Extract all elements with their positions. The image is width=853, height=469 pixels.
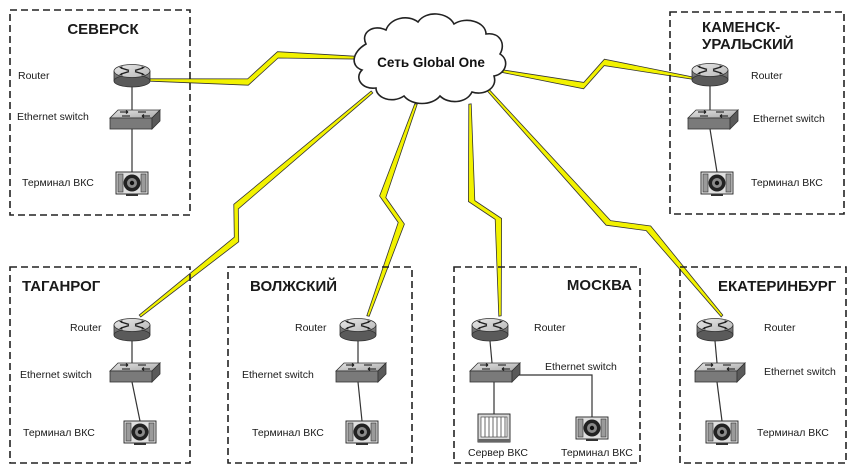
- server-label: Сервер ВКС: [468, 447, 528, 459]
- ethernet-switch-icon: [687, 109, 739, 130]
- site-title: СЕВЕРСК: [67, 21, 139, 38]
- site-border: [9, 266, 191, 464]
- link-bolt-kamensk: [495, 58, 693, 90]
- site-title: КАМЕНСК-: [702, 19, 780, 36]
- router-icon: [691, 62, 729, 87]
- server-icon: [477, 413, 511, 443]
- terminal-label: Терминал ВКС: [751, 177, 823, 189]
- router-label: Router: [295, 322, 327, 334]
- video-terminal-icon: [115, 171, 149, 197]
- switch-terminal-wire: [512, 374, 593, 417]
- site-border: [679, 266, 847, 464]
- switch-terminal-wire: [357, 381, 363, 422]
- site-border: [453, 266, 641, 464]
- switch-label: Ethernet switch: [17, 111, 89, 123]
- terminal-label: Терминал ВКС: [252, 427, 324, 439]
- video-terminal-icon: [123, 420, 157, 446]
- site-title: ЕКАТЕРИНБУРГ: [718, 278, 837, 295]
- video-terminal-icon: [705, 420, 739, 446]
- ethernet-switch-icon: [109, 362, 161, 383]
- link-bolt-volzhsky: [366, 103, 418, 317]
- link-bolt-seversk: [149, 51, 366, 86]
- site-border: [227, 266, 413, 464]
- switch-terminal-wire: [716, 381, 723, 422]
- ethernet-switch-icon: [335, 362, 387, 383]
- site-title: МОСКВА: [567, 277, 632, 294]
- terminal-label: Терминал ВКС: [23, 427, 95, 439]
- link-bolt-moskva: [467, 103, 503, 317]
- router-icon: [696, 317, 734, 342]
- video-terminal-icon: [575, 416, 609, 442]
- link-bolt-taganrog: [138, 90, 374, 318]
- router-switch-wire: [489, 340, 493, 364]
- switch-label: Ethernet switch: [242, 369, 314, 381]
- router-icon: [113, 63, 151, 88]
- switch-terminal-wire: [131, 381, 141, 422]
- ethernet-switch-icon: [469, 362, 521, 383]
- terminal-label: Терминал ВКС: [561, 447, 633, 459]
- site-border: [9, 9, 191, 216]
- switch-terminal-wire: [709, 128, 718, 173]
- router-icon: [113, 317, 151, 342]
- router-label: Router: [751, 70, 783, 82]
- switch-label: Ethernet switch: [764, 366, 836, 378]
- switch-label: Ethernet switch: [753, 113, 825, 125]
- global-one-cloud: Сеть Global One: [353, 13, 507, 105]
- router-icon: [471, 317, 509, 342]
- video-terminal-icon: [345, 420, 379, 446]
- router-switch-wire: [714, 340, 718, 364]
- site-title: ТАГАНРОГ: [22, 278, 101, 295]
- router-icon: [339, 317, 377, 342]
- site-title: ВОЛЖСКИЙ: [250, 277, 337, 295]
- router-label: Router: [70, 322, 102, 334]
- router-label: Router: [534, 322, 566, 334]
- site-border: [669, 11, 845, 215]
- cloud-label: Сеть Global One: [377, 55, 485, 70]
- router-label: Router: [764, 322, 796, 334]
- ethernet-switch-icon: [694, 362, 746, 383]
- link-bolt-ekaterinburg: [486, 88, 724, 318]
- ethernet-switch-icon: [109, 109, 161, 130]
- video-terminal-icon: [700, 171, 734, 197]
- terminal-label: Терминал ВКС: [757, 427, 829, 439]
- terminal-label: Терминал ВКС: [22, 177, 94, 189]
- switch-label: Ethernet switch: [20, 369, 92, 381]
- site-title: УРАЛЬСКИЙ: [702, 35, 794, 53]
- switch-label: Ethernet switch: [545, 361, 617, 373]
- router-label: Router: [18, 70, 50, 82]
